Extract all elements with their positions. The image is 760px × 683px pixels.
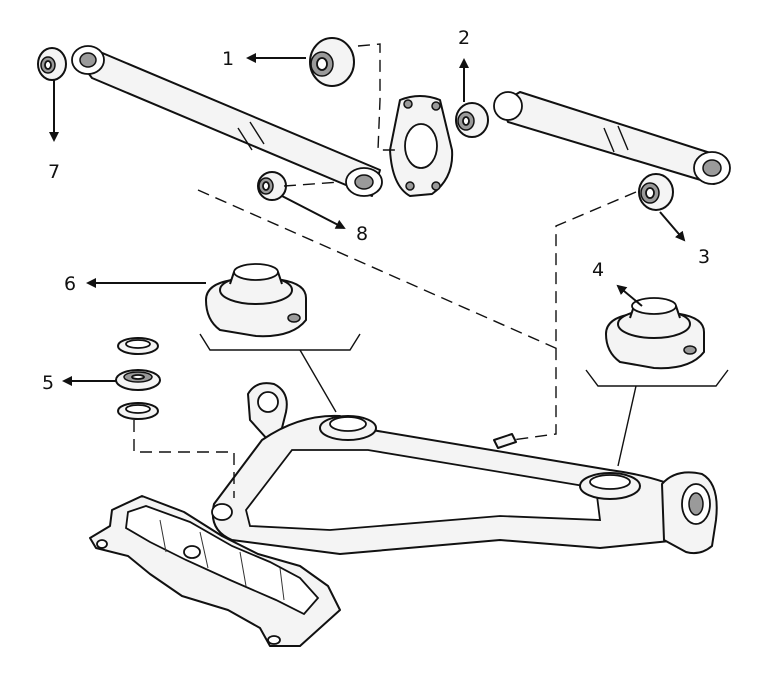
bushing-8: [257, 171, 287, 201]
callout-arrows: [49, 53, 686, 386]
callout-label-2: 2: [458, 27, 470, 49]
callout-label-6: 6: [64, 273, 76, 295]
mounting-plate: [389, 95, 454, 197]
bushing-3: [638, 173, 674, 211]
callout-label-8: 8: [356, 223, 368, 245]
top-mount-6: [205, 263, 307, 338]
callout-label-4: 4: [592, 259, 604, 281]
subframe-crossmember: [89, 495, 341, 647]
right-link-arm: [493, 91, 731, 185]
top-mount-4: [605, 297, 705, 370]
bushing-1: [309, 37, 355, 87]
callout-label-7: 7: [48, 161, 60, 183]
washer-stack-5: [115, 337, 161, 420]
wishbone-arm: [211, 382, 718, 555]
bushing-7: [37, 47, 67, 81]
assembly-leader-lines: [133, 43, 729, 498]
left-link-arm: [71, 45, 383, 197]
callout-label-3: 3: [698, 246, 710, 268]
callout-label-1: 1: [222, 48, 234, 70]
callout-label-5: 5: [42, 372, 54, 394]
bushing-2: [455, 102, 489, 138]
